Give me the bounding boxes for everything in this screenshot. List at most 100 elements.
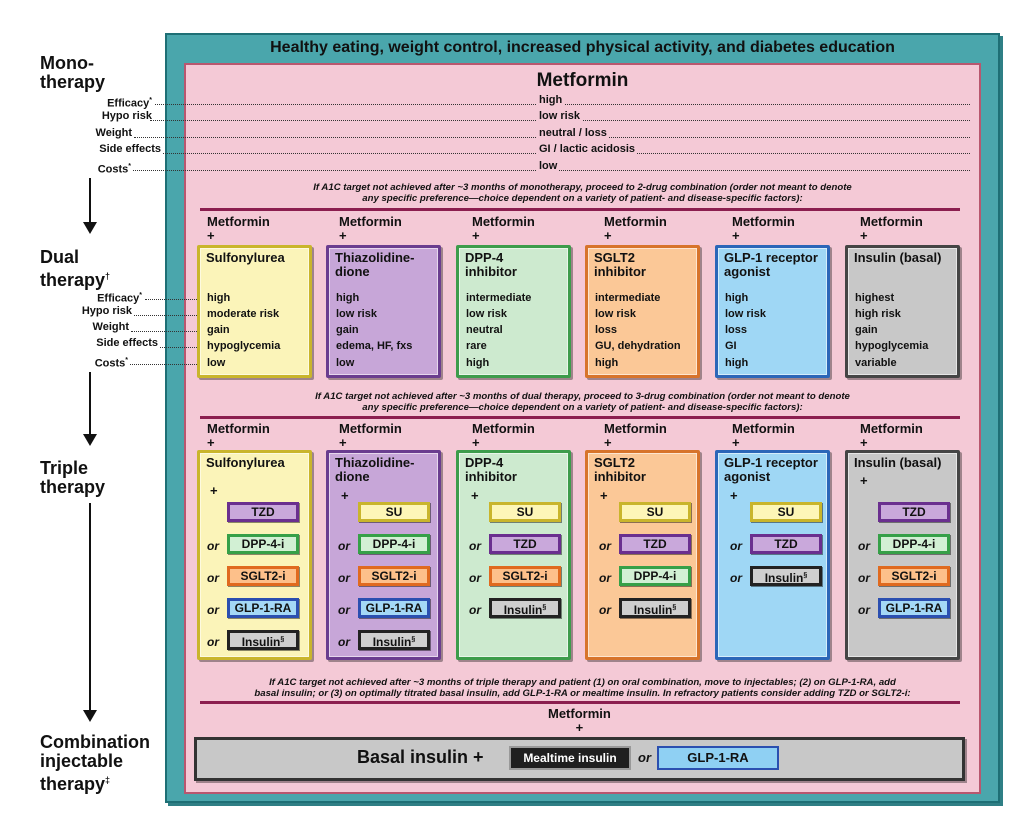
mono-value-costs: low bbox=[537, 160, 560, 173]
or-glp1-1: or bbox=[730, 539, 742, 553]
mealtime-insulin-chip: Mealtime insulin bbox=[509, 746, 631, 770]
chip-su-tzd: TZD bbox=[227, 502, 299, 522]
arrow-mono-dual-line bbox=[89, 178, 91, 225]
or-tzd-3: or bbox=[338, 603, 350, 617]
stage-mono-line2: therapy bbox=[40, 72, 106, 92]
mono-metformin-title: Metformin bbox=[536, 70, 629, 91]
separator-triple bbox=[200, 416, 960, 419]
mono-label-costs: Costs* bbox=[97, 163, 131, 176]
separator-injectable bbox=[200, 701, 960, 704]
or-glp1-2: or bbox=[730, 571, 742, 585]
chip-tzd-insulin: Insulin§ bbox=[358, 630, 430, 650]
chip-dpp4-insulin: Insulin§ bbox=[489, 598, 561, 618]
triple-box-tzd: Thiazolidine-dione + bbox=[326, 450, 441, 660]
or-tzd-4: or bbox=[338, 635, 350, 649]
dual-leader-efficacy bbox=[145, 299, 197, 300]
dual-label-hypo: Hypo risk bbox=[81, 305, 132, 317]
chip-tzd-glp1: GLP-1-RA bbox=[358, 598, 430, 618]
mono-label-hypo: Hypo risk bbox=[101, 110, 152, 122]
chip-su-dpp4: DPP-4-i bbox=[227, 534, 299, 554]
chip-sglt2-tzd: TZD bbox=[619, 534, 691, 554]
triple-metformin-1: Metformin+ bbox=[207, 421, 270, 450]
lifestyle-banner: Healthy eating, weight control, increase… bbox=[270, 39, 895, 56]
chip-su-insulin: Insulin§ bbox=[227, 630, 299, 650]
or-tzd-2: or bbox=[338, 571, 350, 585]
chip-ins-dpp4: DPP-4-i bbox=[878, 534, 950, 554]
chip-ins-sglt2: SGLT2-i bbox=[878, 566, 950, 586]
triple-metformin-5: Metformin+ bbox=[732, 421, 795, 450]
chip-tzd-dpp4: DPP-4-i bbox=[358, 534, 430, 554]
chip-tzd-sglt2: SGLT2-i bbox=[358, 566, 430, 586]
dual-box-insulin: Insulin (basal) highest high risk gain h… bbox=[845, 245, 960, 378]
separator-dual bbox=[200, 208, 960, 211]
triple-box-insulin: Insulin (basal) + bbox=[845, 450, 960, 660]
chip-sglt2-insulin: Insulin§ bbox=[619, 598, 691, 618]
or-su-4: or bbox=[207, 635, 219, 649]
chip-sglt2-su: SU bbox=[619, 502, 691, 522]
or-tzd-1: or bbox=[338, 539, 350, 553]
dual-leader-weight bbox=[131, 331, 197, 332]
basal-insulin-label: Basal insulin + bbox=[357, 747, 484, 767]
injectable-metformin: Metformin+ bbox=[548, 706, 611, 735]
dual-label-costs: Costs* bbox=[94, 357, 128, 370]
mono-label-efficacy: Efficacy* bbox=[107, 97, 152, 110]
triple-metformin-3: Metformin+ bbox=[472, 421, 535, 450]
dual-leader-costs bbox=[130, 364, 197, 365]
arrow-mono-dual-head bbox=[83, 222, 97, 234]
stage-combo-line1: Combination bbox=[40, 732, 150, 752]
chip-glp1-su: SU bbox=[750, 502, 822, 522]
arrow-dual-triple-line bbox=[89, 372, 91, 437]
stage-combo-line3: therapy bbox=[40, 774, 106, 794]
or-sglt2-1: or bbox=[599, 539, 611, 553]
or-dpp4-1: or bbox=[469, 571, 481, 585]
stage-combo-mark: ‡ bbox=[105, 775, 111, 785]
dual-metformin-6: Metformin+ bbox=[860, 214, 923, 243]
or-su-1: or bbox=[207, 539, 219, 553]
chip-ins-glp1: GLP-1-RA bbox=[878, 598, 950, 618]
stage-dual-line1: Dual bbox=[40, 247, 80, 267]
or-su-3: or bbox=[207, 603, 219, 617]
note-mono-to-dual: If A1C target not achieved after ~3 mont… bbox=[313, 182, 852, 204]
stage-triple-line2: therapy bbox=[40, 477, 106, 497]
chip-tzd-su: SU bbox=[358, 502, 430, 522]
chip-dpp4-tzd: TZD bbox=[489, 534, 561, 554]
note-triple-to-injectable: If A1C target not achieved after ~3 mont… bbox=[254, 677, 911, 699]
chip-ins-tzd: TZD bbox=[878, 502, 950, 522]
mono-value-efficacy: high bbox=[537, 94, 565, 107]
glp1-ra-chip: GLP-1-RA bbox=[657, 746, 779, 770]
mono-label-weight: Weight bbox=[95, 127, 132, 139]
chip-dpp4-sglt2: SGLT2-i bbox=[489, 566, 561, 586]
note-dual-to-triple: If A1C target not achieved after ~3 mont… bbox=[315, 391, 850, 413]
mono-value-side: GI / lactic acidosis bbox=[537, 143, 637, 156]
triple-metformin-4: Metformin+ bbox=[604, 421, 667, 450]
mono-value-hypo: low risk bbox=[537, 110, 582, 123]
or-dpp4-2: or bbox=[469, 603, 481, 617]
dual-label-efficacy: Efficacy* bbox=[97, 292, 142, 305]
arrow-triple-combo-head bbox=[83, 710, 97, 722]
arrow-dual-triple-head bbox=[83, 434, 97, 446]
dual-leader-hypo bbox=[134, 315, 197, 316]
stage-dual-mark: † bbox=[105, 271, 111, 281]
stage-triple-line1: Triple bbox=[40, 458, 89, 478]
chip-sglt2-dpp4: DPP-4-i bbox=[619, 566, 691, 586]
dual-metformin-2: Metformin+ bbox=[339, 214, 402, 243]
dual-metformin-3: Metformin+ bbox=[472, 214, 535, 243]
mono-label-side: Side effects bbox=[99, 143, 161, 155]
triple-metformin-2: Metformin+ bbox=[339, 421, 402, 450]
or-ins-1: or bbox=[858, 539, 870, 553]
triple-metformin-6: Metformin+ bbox=[860, 421, 923, 450]
or-su-2: or bbox=[207, 571, 219, 585]
dual-label-weight: Weight bbox=[92, 321, 129, 333]
triple-box-sulfonylurea: Sulfonylurea + bbox=[197, 450, 312, 660]
arrow-triple-combo-line bbox=[89, 503, 91, 713]
stage-triple: Triple therapy bbox=[40, 459, 105, 497]
stage-combo: Combination injectable therapy‡ bbox=[40, 733, 150, 794]
bottom-or: or bbox=[638, 750, 651, 765]
dual-label-side: Side effects bbox=[96, 337, 158, 349]
or-ins-2: or bbox=[858, 571, 870, 585]
or-dpp4-0: or bbox=[469, 539, 481, 553]
